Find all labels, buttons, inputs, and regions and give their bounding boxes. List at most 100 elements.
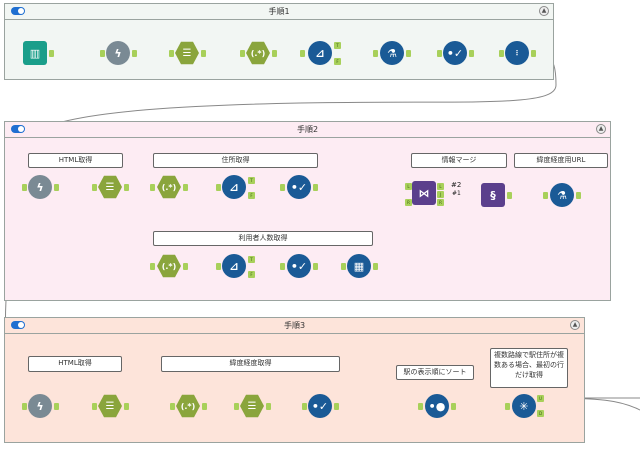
input-anchor[interactable] bbox=[22, 403, 27, 410]
true-anchor[interactable]: T bbox=[248, 177, 255, 184]
output-anchor[interactable] bbox=[124, 403, 129, 410]
enable-toggle[interactable] bbox=[11, 125, 25, 133]
collapse-icon[interactable]: ▲ bbox=[570, 320, 580, 330]
comment-latlng-fetch[interactable]: 緯度経度取得 bbox=[161, 356, 340, 372]
output-anchor[interactable] bbox=[451, 403, 456, 410]
container-2-header[interactable]: 手順2 ▲ bbox=[5, 122, 610, 138]
input-anchor[interactable] bbox=[150, 184, 155, 191]
select-tool[interactable]: •✓ bbox=[287, 254, 311, 278]
output-anchor[interactable] bbox=[272, 50, 277, 57]
formula-tool[interactable]: ⚗ bbox=[380, 41, 404, 65]
select-tool[interactable]: •✓ bbox=[443, 41, 467, 65]
enable-toggle[interactable] bbox=[11, 7, 25, 15]
regex-tool[interactable]: (.*) bbox=[157, 254, 181, 278]
duplicate-anchor[interactable]: D bbox=[537, 410, 544, 417]
join-left-input[interactable]: L bbox=[405, 183, 412, 190]
output-anchor[interactable] bbox=[183, 184, 188, 191]
text-to-columns-tool[interactable]: ☰ bbox=[98, 175, 122, 199]
input-anchor[interactable] bbox=[216, 263, 221, 270]
comment-html-fetch[interactable]: HTML取得 bbox=[28, 153, 123, 168]
output-anchor[interactable] bbox=[576, 192, 581, 199]
input-anchor[interactable] bbox=[505, 403, 510, 410]
false-anchor[interactable]: F bbox=[248, 271, 255, 278]
output-anchor[interactable] bbox=[202, 403, 207, 410]
output-anchor[interactable] bbox=[201, 50, 206, 57]
output-anchor[interactable] bbox=[469, 50, 474, 57]
join-tool[interactable]: ⋈ bbox=[412, 181, 436, 205]
input-anchor[interactable] bbox=[499, 50, 504, 57]
container-1-header[interactable]: 手順1 ▲ bbox=[5, 4, 553, 20]
formula-tool[interactable]: ⚗ bbox=[550, 183, 574, 207]
comment-user-count[interactable]: 利用者人数取得 bbox=[153, 231, 373, 246]
input-anchor[interactable] bbox=[92, 403, 97, 410]
text-to-columns-tool[interactable]: ☰ bbox=[98, 394, 122, 418]
true-anchor[interactable]: T bbox=[334, 42, 341, 49]
input-anchor[interactable] bbox=[22, 184, 27, 191]
output-anchor[interactable] bbox=[507, 192, 512, 199]
sort-tool[interactable]: •● bbox=[425, 394, 449, 418]
input-anchor[interactable] bbox=[373, 50, 378, 57]
output-anchor[interactable] bbox=[132, 50, 137, 57]
comment-first-row[interactable]: 複数路線で駅住所が複数ある場合、最初の行だけ取得 bbox=[490, 348, 568, 388]
output-anchor[interactable] bbox=[313, 263, 318, 270]
unique-tool[interactable]: ✳ bbox=[512, 394, 536, 418]
comment-latlng-url[interactable]: 緯度経度用URL bbox=[514, 153, 608, 168]
false-anchor[interactable]: F bbox=[334, 58, 341, 65]
input-anchor[interactable] bbox=[341, 263, 346, 270]
output-anchor[interactable] bbox=[266, 403, 271, 410]
false-anchor[interactable]: F bbox=[248, 192, 255, 199]
input-anchor[interactable] bbox=[280, 184, 285, 191]
comment-address-fetch[interactable]: 住所取得 bbox=[153, 153, 318, 168]
record-id-tool[interactable]: ⋮ bbox=[505, 41, 529, 65]
enable-toggle[interactable] bbox=[11, 321, 25, 329]
input-anchor[interactable] bbox=[216, 184, 221, 191]
input-anchor[interactable] bbox=[100, 50, 105, 57]
regex-tool[interactable]: (.*) bbox=[157, 175, 181, 199]
output-anchor[interactable] bbox=[334, 403, 339, 410]
summarize-tool[interactable]: ▦ bbox=[347, 254, 371, 278]
select-tool[interactable]: •✓ bbox=[287, 175, 311, 199]
input-anchor[interactable] bbox=[300, 50, 305, 57]
input-anchor[interactable] bbox=[169, 50, 174, 57]
comment-info-merge[interactable]: 情報マージ bbox=[411, 153, 507, 168]
output-anchor[interactable] bbox=[49, 50, 54, 57]
output-anchor[interactable] bbox=[406, 50, 411, 57]
input-anchor[interactable] bbox=[437, 50, 442, 57]
output-anchor[interactable] bbox=[531, 50, 536, 57]
input-anchor[interactable] bbox=[418, 403, 423, 410]
input-tool[interactable]: ▥ bbox=[23, 41, 47, 65]
output-anchor[interactable] bbox=[313, 184, 318, 191]
input-anchor[interactable] bbox=[92, 184, 97, 191]
input-anchor[interactable] bbox=[234, 403, 239, 410]
container-3-header[interactable]: 手順3 ▲ bbox=[5, 318, 584, 334]
output-anchor[interactable] bbox=[54, 184, 59, 191]
comment-sort-station[interactable]: 駅の表示順にソート bbox=[396, 365, 474, 380]
output-anchor[interactable] bbox=[124, 184, 129, 191]
join-join-output[interactable]: J bbox=[437, 191, 444, 198]
join-right-output[interactable]: R bbox=[437, 199, 444, 206]
input-anchor[interactable] bbox=[150, 263, 155, 270]
filter-tool[interactable]: ⊿ bbox=[222, 254, 246, 278]
regex-tool[interactable]: (.*) bbox=[176, 394, 200, 418]
select-tool[interactable]: •✓ bbox=[308, 394, 332, 418]
text-to-columns-tool[interactable]: ☰ bbox=[175, 41, 199, 65]
text-to-columns-tool[interactable]: ☰ bbox=[240, 394, 264, 418]
output-anchor[interactable] bbox=[54, 403, 59, 410]
union-tool[interactable]: § bbox=[481, 183, 505, 207]
filter-tool[interactable]: ⊿ bbox=[308, 41, 332, 65]
input-anchor[interactable] bbox=[280, 263, 285, 270]
true-anchor[interactable]: T bbox=[248, 256, 255, 263]
collapse-icon[interactable]: ▲ bbox=[539, 6, 549, 16]
output-anchor[interactable] bbox=[373, 263, 378, 270]
input-anchor[interactable] bbox=[170, 403, 175, 410]
join-right-input[interactable]: R bbox=[405, 199, 412, 206]
regex-tool[interactable]: (.*) bbox=[246, 41, 270, 65]
unique-anchor[interactable]: U bbox=[537, 395, 544, 402]
input-anchor[interactable] bbox=[302, 403, 307, 410]
download-tool[interactable]: ϟ bbox=[28, 175, 52, 199]
input-anchor[interactable] bbox=[240, 50, 245, 57]
collapse-icon[interactable]: ▲ bbox=[596, 124, 606, 134]
filter-tool[interactable]: ⊿ bbox=[222, 175, 246, 199]
download-tool[interactable]: ϟ bbox=[28, 394, 52, 418]
download-tool[interactable]: ϟ bbox=[106, 41, 130, 65]
